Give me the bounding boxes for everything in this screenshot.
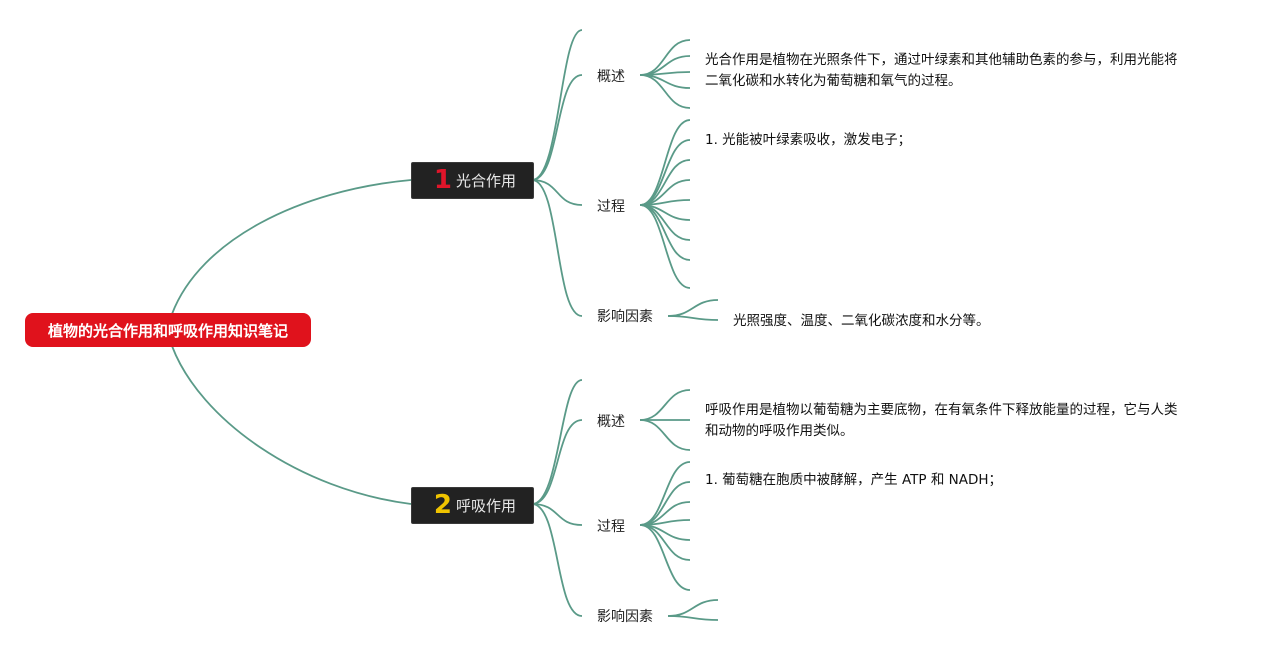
leaf-b1-process-step1[interactable]: 1. 光能被叶绿素吸收，激发电子；: [705, 132, 912, 148]
root-title: 植物的光合作用和呼吸作用知识笔记: [47, 321, 288, 340]
edge-b1-factors: [531, 179, 583, 317]
topic-b1-factors[interactable]: 影响因素: [597, 309, 653, 325]
number-two-icon: 2: [433, 490, 452, 520]
edge-b2-overview-up: [531, 379, 583, 505]
b2-process-fan: [639, 461, 691, 591]
leaf-b2-overview-text[interactable]: 呼吸作用是植物以葡萄糖为主要底物，在有氧条件下释放能量的过程，它与人类 和动物的…: [705, 400, 1178, 442]
topic-b2-factors[interactable]: 影响因素: [597, 609, 653, 625]
leaf-b1-factors-text[interactable]: 光照强度、温度、二氧化碳浓度和水分等。: [733, 313, 990, 329]
root-node[interactable]: 植物的光合作用和呼吸作用知识笔记: [25, 313, 311, 347]
topic-b2-overview[interactable]: 概述: [597, 414, 625, 430]
edge-b2-factors: [531, 503, 583, 617]
edge-root-branch2: [171, 345, 412, 505]
b2-overview-fan: [639, 389, 691, 451]
b1-process-fan: [639, 119, 691, 289]
b1-factors-fan: [667, 299, 719, 321]
branch-node-photosynthesis[interactable]: 1 光合作用: [411, 162, 534, 199]
edge-b2-overview: [531, 419, 583, 505]
leaf-line: 二氧化碳和水转化为葡萄糖和氧气的过程。: [705, 73, 962, 89]
b2-factors-fan: [667, 599, 719, 621]
edge-root-branch1: [171, 179, 412, 315]
branch-title: 呼吸作用: [456, 497, 517, 515]
number-one-icon: 1: [433, 165, 452, 195]
topic-b2-process[interactable]: 过程: [597, 519, 625, 535]
b1-overview-fan: [639, 39, 691, 109]
leaf-line: 光合作用是植物在光照条件下，通过叶绿素和其他辅助色素的参与，利用光能将: [705, 52, 1178, 68]
topic-b1-process[interactable]: 过程: [597, 199, 625, 215]
leaf-line: 和动物的呼吸作用类似。: [705, 423, 854, 439]
topic-b1-overview[interactable]: 概述: [597, 69, 625, 85]
leaf-b2-process-step1[interactable]: 1. 葡萄糖在胞质中被酵解，产生 ATP 和 NADH；: [705, 472, 1002, 488]
edge-b1-overview: [531, 74, 583, 181]
leaf-line: 呼吸作用是植物以葡萄糖为主要底物，在有氧条件下释放能量的过程，它与人类: [705, 402, 1178, 418]
edge-b1-process: [531, 179, 583, 206]
edge-b2-process: [531, 503, 583, 526]
leaf-b1-overview-text[interactable]: 光合作用是植物在光照条件下，通过叶绿素和其他辅助色素的参与，利用光能将 二氧化碳…: [705, 50, 1178, 92]
edge-b1-overview-up: [531, 29, 583, 181]
branch-node-respiration[interactable]: 2 呼吸作用: [411, 487, 534, 524]
branch-title: 光合作用: [456, 172, 517, 190]
